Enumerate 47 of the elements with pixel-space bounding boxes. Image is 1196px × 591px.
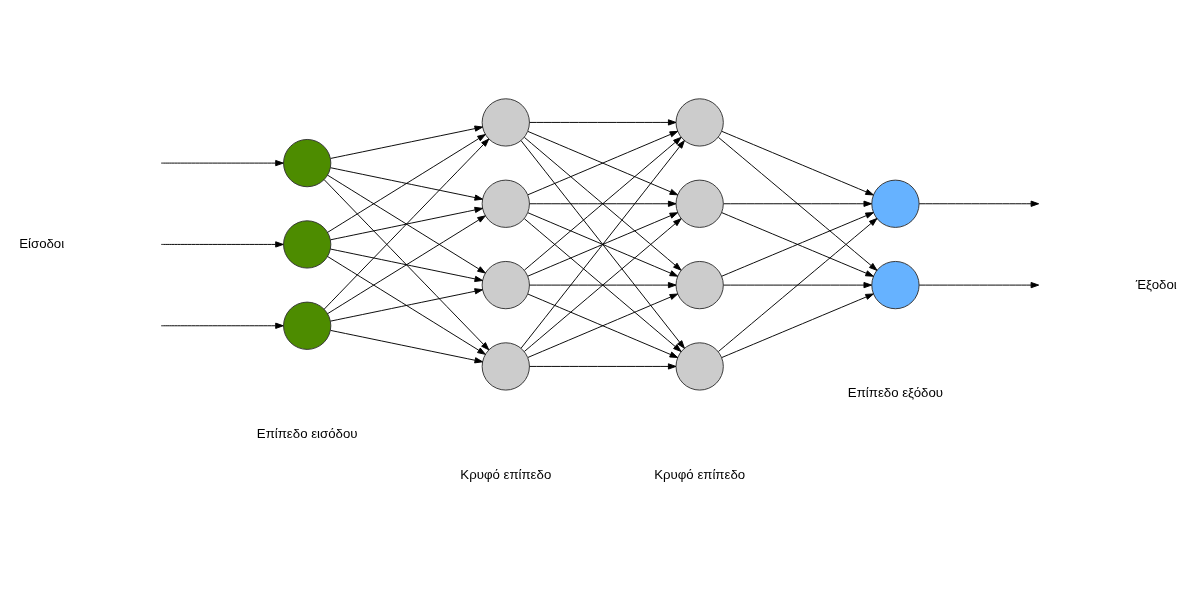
arrow	[327, 215, 486, 315]
arrow	[327, 256, 486, 355]
arrow	[527, 293, 679, 358]
arrow	[330, 167, 483, 201]
label: Έξοδοι	[1135, 276, 1177, 292]
arrow	[523, 218, 682, 352]
arrow	[327, 134, 486, 233]
arrow	[323, 179, 490, 351]
arrow	[330, 248, 483, 283]
arrow	[330, 125, 483, 159]
node-circle	[871, 179, 920, 228]
node-circle	[283, 220, 332, 269]
node-circle	[481, 179, 530, 228]
arrow	[721, 130, 874, 196]
arrow	[160, 241, 284, 248]
node-circle	[871, 260, 920, 310]
label: Επίπεδο εξόδου	[847, 385, 944, 401]
arrow	[718, 136, 878, 271]
label: Είσοδοι	[19, 235, 65, 251]
label: Κρυφό επίπεδο	[654, 466, 746, 482]
arrow	[520, 140, 685, 349]
arrow	[330, 206, 483, 241]
arrow	[527, 130, 679, 196]
arrow	[160, 322, 284, 329]
arrow	[723, 200, 872, 207]
arrow	[327, 174, 486, 274]
arrow	[529, 363, 677, 370]
arrow	[523, 136, 682, 271]
label: Επίπεδο εισόδου	[256, 426, 358, 442]
arrow	[718, 218, 878, 352]
arrow	[721, 293, 874, 359]
arrow	[529, 119, 677, 126]
arrow	[918, 281, 1040, 289]
node-circle	[283, 138, 332, 188]
label: Κρυφό επίπεδο	[460, 466, 552, 482]
node-circle	[283, 301, 332, 350]
arrow	[330, 288, 483, 322]
arrow	[721, 212, 874, 277]
arrow	[527, 212, 679, 277]
arrow	[160, 159, 284, 167]
node-circle	[481, 260, 530, 310]
arrow	[330, 329, 483, 364]
arrow	[323, 138, 490, 310]
arrow	[529, 200, 677, 207]
arrow	[723, 281, 872, 289]
arrow	[918, 200, 1040, 207]
arrow	[529, 281, 677, 289]
